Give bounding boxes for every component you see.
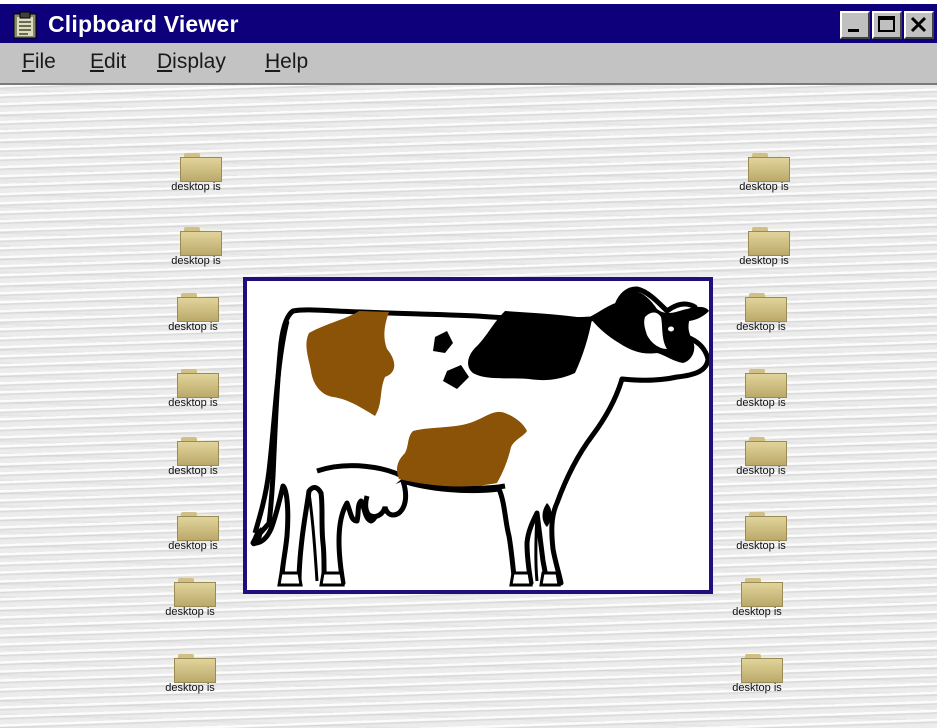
menu-help-label: elp [280,50,309,73]
folder-icon [171,508,225,545]
desktop-icon-label: desktop is [168,540,218,552]
desktop-icon[interactable]: desktop is [155,508,231,556]
menu-display-mnemonic: D [157,50,173,73]
desktop-icon-label: desktop is [732,682,782,694]
close-icon [910,16,927,33]
desktop-icon-label: desktop is [736,465,786,477]
desktop-icon[interactable]: desktop is [152,650,228,698]
desktop-icon-label: desktop is [168,321,218,333]
menu-display-label: isplay [172,50,226,73]
menu-help-mnemonic: H [265,50,281,73]
desktop-icon-label: desktop is [732,606,782,618]
menu-display[interactable]: Display [157,50,226,74]
menu-edit-mnemonic: E [90,50,105,73]
folder-icon [742,223,796,260]
desktop-icon[interactable]: desktop is [155,289,231,337]
desktop-icon-label: desktop is [165,682,215,694]
minimize-icon [848,29,859,32]
window-title: Clipboard Viewer [48,11,239,37]
close-button[interactable] [904,11,934,39]
desktop-icon-label: desktop is [165,606,215,618]
folder-icon [742,149,796,186]
maximize-icon [878,16,895,32]
desktop-icon[interactable]: desktop is [723,365,799,413]
minimize-button[interactable] [840,11,870,39]
desktop-icon-label: desktop is [736,540,786,552]
folder-icon [735,650,789,687]
maximize-button[interactable] [872,11,902,39]
desktop-icon[interactable]: desktop is [723,433,799,481]
clipboard-app-icon[interactable] [12,11,38,39]
menu-file-mnemonic: F [22,50,35,73]
folder-icon [739,508,793,545]
desktop-icon-label: desktop is [171,255,221,267]
cow-image [250,286,709,587]
menu-edit-label: dit [104,50,127,73]
folder-icon [739,433,793,470]
menu-bar: File Edit Display Help [0,43,937,85]
desktop-icon[interactable]: desktop is [719,574,795,622]
folder-icon [168,650,222,687]
desktop-icon[interactable]: desktop is [158,149,234,197]
desktop-icon-label: desktop is [168,397,218,409]
folder-icon [739,289,793,326]
menu-edit[interactable]: Edit [90,50,126,74]
folder-icon [171,433,225,470]
desktop-icon-label: desktop is [739,181,789,193]
folder-icon [174,149,228,186]
folder-icon [174,223,228,260]
menu-file-label: ile [34,50,56,73]
desktop-icon-label: desktop is [171,181,221,193]
clipboard-content-area: desktop is desktop is desktop is desktop… [0,85,937,728]
desktop-icon[interactable]: desktop is [158,223,234,271]
desktop-icon[interactable]: desktop is [723,289,799,337]
title-bar[interactable]: Clipboard Viewer [0,4,937,43]
folder-icon [739,365,793,402]
desktop-icon-label: desktop is [739,255,789,267]
desktop-icon-label: desktop is [168,465,218,477]
menu-help[interactable]: Help [265,50,308,74]
desktop-icon[interactable]: desktop is [723,508,799,556]
folder-icon [735,574,789,611]
desktop-icon[interactable]: desktop is [719,650,795,698]
desktop-icon[interactable]: desktop is [152,574,228,622]
desktop-icon-label: desktop is [736,321,786,333]
desktop-icon-label: desktop is [736,397,786,409]
folder-icon [171,289,225,326]
folder-icon [168,574,222,611]
desktop-icon[interactable]: desktop is [726,223,802,271]
menu-file[interactable]: File [22,50,56,74]
folder-icon [171,365,225,402]
desktop-icon[interactable]: desktop is [155,365,231,413]
desktop-icon[interactable]: desktop is [155,433,231,481]
clipboard-image-frame[interactable] [243,277,713,594]
desktop-icon[interactable]: desktop is [726,149,802,197]
